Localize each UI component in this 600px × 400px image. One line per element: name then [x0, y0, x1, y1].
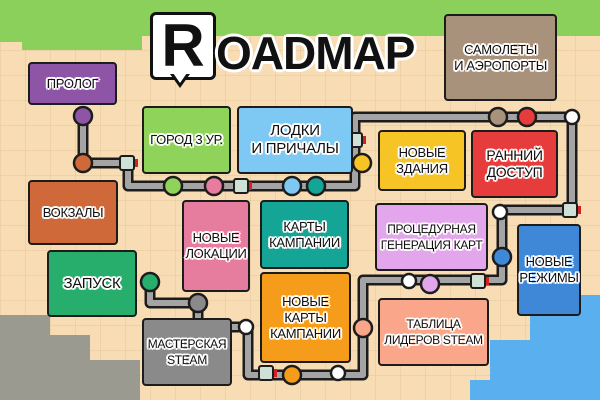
grass-area	[22, 30, 142, 50]
milestone-label: ПРОЦЕДУРНАЯ ГЕНЕРАЦИЯ КАРТ	[380, 222, 483, 252]
track-connector	[119, 155, 135, 171]
track-connector	[258, 365, 274, 381]
logo-text: OADMAP	[216, 27, 415, 79]
milestone-node-new-locations	[203, 175, 225, 197]
milestone-node-stations	[72, 152, 94, 174]
track-signal	[363, 136, 366, 144]
milestone-node-steam-workshop	[187, 292, 209, 314]
milestone-label: ПРОЛОГ	[46, 75, 99, 91]
milestone-campaign-maps[interactable]: КАРТЫ КАМПАНИИ	[260, 200, 349, 269]
milestone-label: НОВЫЕ ЛОКАЦИИ	[185, 230, 247, 261]
milestone-stations[interactable]: ВОКЗАЛЫ	[28, 180, 118, 245]
milestone-procgen[interactable]: ПРОЦЕДУРНАЯ ГЕНЕРАЦИЯ КАРТ	[375, 203, 488, 271]
waypoint-node	[400, 272, 418, 290]
milestone-steam-workshop[interactable]: МАСТЕРСКАЯ STEAM	[142, 318, 232, 386]
milestone-label: КАРТЫ КАМПАНИИ	[269, 218, 340, 250]
milestone-node-launch	[139, 271, 161, 293]
milestone-new-campaign-maps[interactable]: НОВЫЕ КАРТЫ КАМПАНИИ	[260, 272, 351, 363]
track-signal	[578, 206, 581, 214]
milestone-new-locations[interactable]: НОВЫЕ ЛОКАЦИИ	[182, 200, 250, 292]
water-area	[490, 340, 530, 400]
milestone-label: НОВЫЕ РЕЖИМЫ	[519, 254, 579, 285]
milestone-label: ВОКЗАЛЫ	[42, 204, 104, 220]
waypoint-node	[563, 108, 581, 126]
grass-area	[0, 30, 22, 42]
milestone-node-planes	[487, 106, 509, 128]
logo-bubble-tail-fill	[173, 73, 187, 83]
logo-letter: R	[150, 12, 216, 80]
milestone-new-modes[interactable]: НОВЫЕ РЕЖИМЫ	[517, 224, 581, 316]
track-connector	[233, 178, 249, 194]
milestone-label: САМОЛЕТЫ И АЭРОПОРТЫ	[454, 41, 547, 73]
milestone-node-city3	[162, 175, 184, 197]
milestone-node-leaderboards	[352, 317, 374, 339]
milestone-node-early-access	[516, 106, 538, 128]
milestone-label: НОВЫЕ ЗДАНИЯ	[396, 144, 448, 176]
track-signal	[135, 159, 138, 167]
track-connector	[562, 202, 578, 218]
rock-area	[50, 335, 90, 400]
milestone-leaderboards[interactable]: ТАБЛИЦА ЛИДЕРОВ STEAM	[378, 298, 489, 366]
milestone-node-boats	[281, 175, 303, 197]
milestone-label: НОВЫЕ КАРТЫ КАМПАНИИ	[270, 293, 341, 341]
milestone-node-new-modes	[491, 246, 513, 268]
track-signal	[486, 277, 489, 285]
milestone-label: ТАБЛИЦА ЛИДЕРОВ STEAM	[384, 317, 483, 347]
milestone-node-campaign-maps	[305, 175, 327, 197]
milestone-label: ЗАПУСК	[63, 274, 121, 292]
rock-area	[0, 315, 50, 400]
milestone-early-access[interactable]: РАННИЙ ДОСТУП	[471, 130, 558, 198]
track-connector	[470, 273, 486, 289]
track-signal	[274, 369, 277, 377]
water-area	[470, 380, 490, 400]
milestone-label: МАСТЕРСКАЯ STEAM	[147, 337, 227, 367]
waypoint-node	[237, 318, 255, 336]
milestone-city3[interactable]: ГОРОД 3 УР.	[142, 106, 231, 174]
track-signal	[249, 182, 252, 190]
milestone-node-new-campaign-maps	[281, 364, 303, 386]
milestone-node-procgen	[419, 273, 441, 295]
milestone-node-new-buildings	[351, 152, 373, 174]
rock-area	[90, 360, 140, 400]
milestone-boats[interactable]: ЛОДКИ И ПРИЧАЛЫ	[237, 106, 353, 174]
milestone-label: ЛОДКИ И ПРИЧАЛЫ	[251, 122, 339, 157]
milestone-launch[interactable]: ЗАПУСК	[47, 250, 137, 317]
waypoint-node	[329, 364, 347, 382]
milestone-node-prologue	[72, 105, 94, 127]
milestone-label: ГОРОД 3 УР.	[150, 132, 223, 147]
waypoint-node	[491, 203, 509, 221]
milestone-label: РАННИЙ ДОСТУП	[486, 147, 543, 180]
milestone-prologue[interactable]: ПРОЛОГ	[28, 62, 117, 105]
milestone-new-buildings[interactable]: НОВЫЕ ЗДАНИЯ	[378, 130, 466, 191]
milestone-planes[interactable]: САМОЛЕТЫ И АЭРОПОРТЫ	[444, 14, 557, 101]
